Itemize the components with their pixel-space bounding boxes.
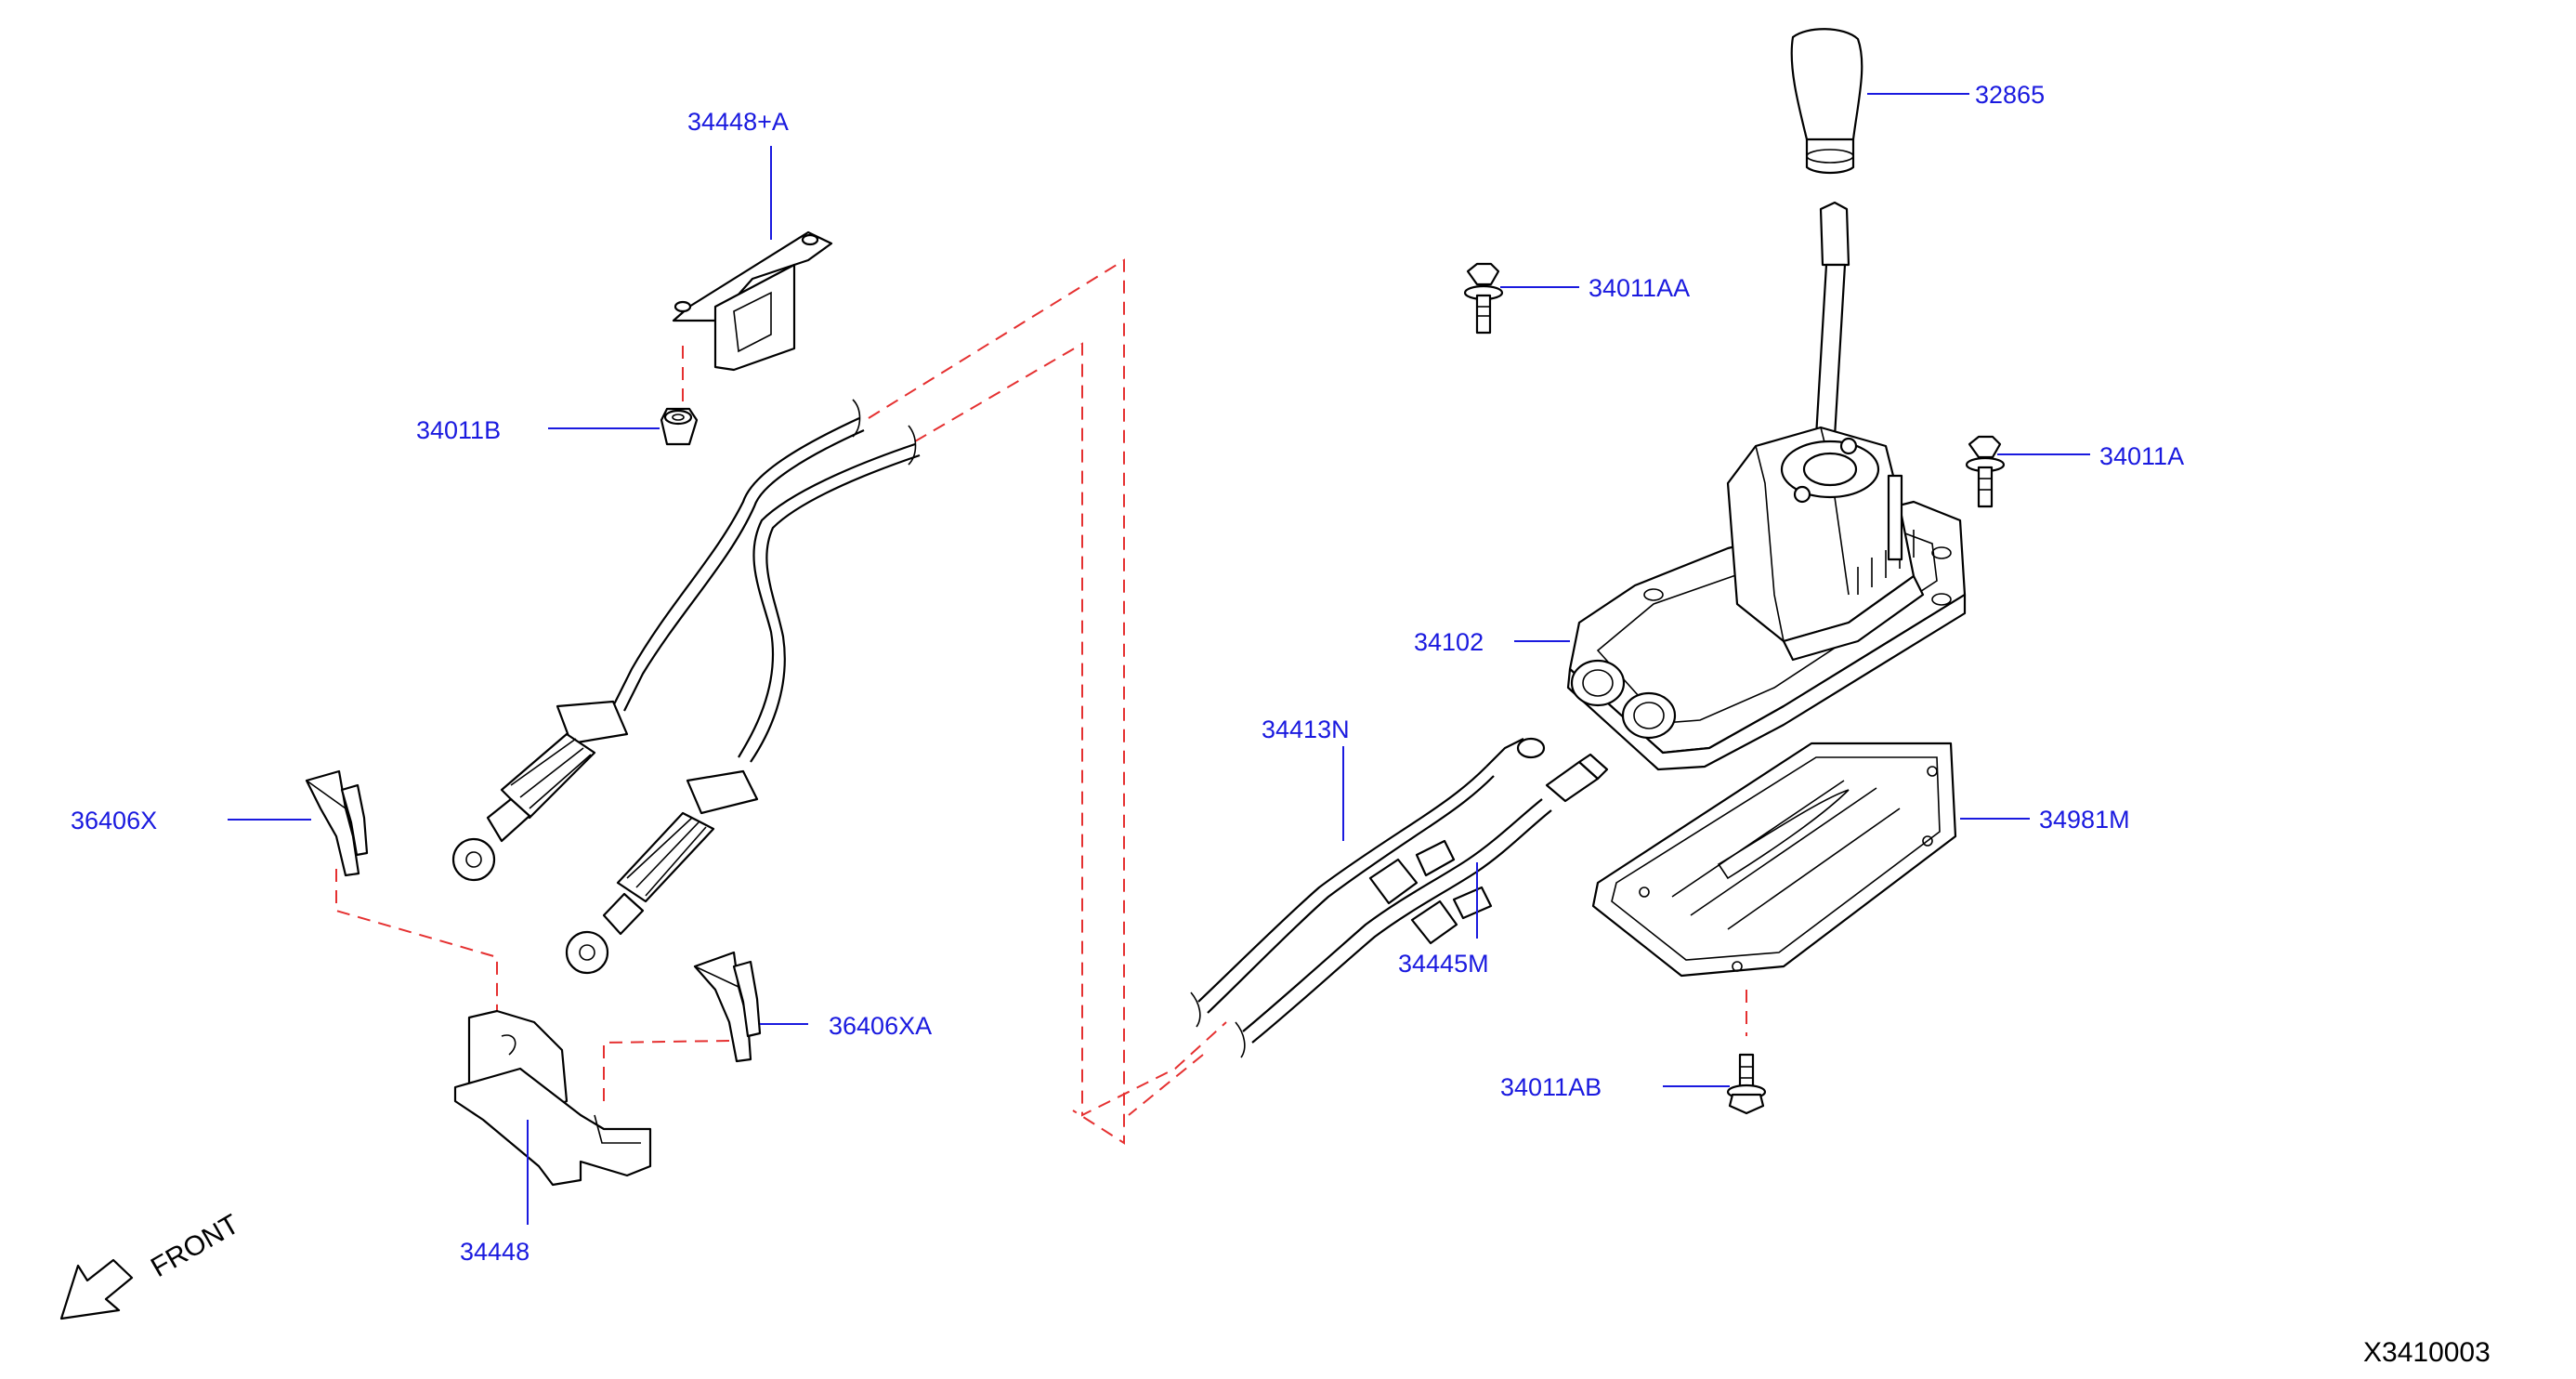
front-label: FRONT (146, 1209, 244, 1283)
nut-34011b-part (660, 407, 699, 446)
diagram-code: X3410003 (2363, 1337, 2491, 1368)
clip-36406xa-part (693, 951, 762, 1063)
label-34445m: 34445M (1398, 950, 1489, 978)
label-36406xa: 36406XA (829, 1012, 932, 1040)
label-36406x: 36406X (71, 807, 157, 834)
cover-plate-34981m-part (1591, 742, 1957, 978)
right-cable-pair-part (1190, 737, 1609, 1058)
left-cable-pair-part (451, 399, 921, 975)
bolt-34011a-part (1965, 435, 2006, 508)
part-labels: 32865 34011AA 34011A 34102 34981M 34413N… (71, 81, 2184, 1266)
label-34448: 34448 (460, 1238, 530, 1266)
clip-36406x-part (305, 769, 369, 877)
label-34011ab: 34011AB (1500, 1073, 1602, 1101)
label-34413n: 34413N (1262, 716, 1350, 743)
shift-lever-rod-part (1810, 201, 1850, 457)
label-34102: 34102 (1414, 628, 1484, 656)
bracket-34448a-part (672, 230, 833, 372)
dashed-guide-lines (335, 258, 1747, 1145)
front-indicator: FRONT (59, 1209, 244, 1320)
shift-knob-32865-part (1790, 28, 1863, 175)
leader-lines (228, 93, 2090, 1225)
label-34011aa: 34011AA (1589, 274, 1690, 302)
label-34981m: 34981M (2039, 806, 2130, 834)
label-34011a: 34011A (2099, 442, 2184, 470)
bolt-34011aa-part (1463, 262, 1504, 335)
bracket-34448-part (453, 1009, 652, 1187)
label-34011b: 34011B (416, 416, 501, 444)
shifter-housing-34102-part (1566, 426, 1967, 771)
front-arrow-icon (59, 1258, 134, 1320)
label-32865: 32865 (1975, 81, 2045, 109)
label-34448a: 34448+A (687, 108, 789, 136)
bolt-34011ab-part (1726, 1053, 1767, 1115)
